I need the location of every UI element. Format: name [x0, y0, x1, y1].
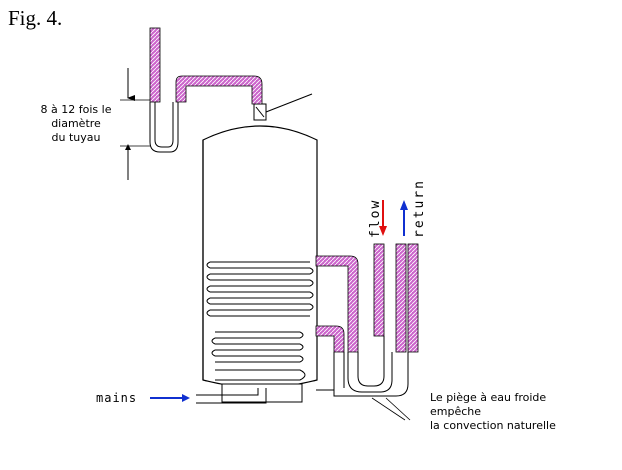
hot-outlet-pipe — [149, 27, 263, 153]
return-arrow — [400, 200, 408, 236]
pipe-rule-note: 8 à 12 fois le diamètre du tuyau — [30, 103, 122, 145]
cold-water-trap — [316, 336, 409, 397]
return-pipe — [395, 243, 419, 353]
mains-inlet-pipe — [196, 388, 267, 404]
trap-pointer-lines — [371, 397, 411, 421]
trap-note-line-1: Le piège à eau froide — [430, 391, 547, 404]
mains-label: mains — [96, 391, 138, 405]
flow-pipe — [373, 243, 385, 337]
upper-coil — [206, 261, 314, 317]
flow-arrow — [379, 200, 387, 236]
cylinder — [202, 125, 318, 403]
mains-arrow — [150, 394, 190, 402]
pipe-rule-line-2: diamètre — [51, 117, 101, 130]
trap-note-line-2: empêche — [430, 405, 482, 418]
pipe-rule-line-1: 8 à 12 fois le — [40, 103, 112, 116]
trap-note: Le piège à eau froide empêche la convect… — [430, 391, 610, 433]
top-outlet — [253, 93, 313, 121]
flow-label: flow — [368, 198, 383, 238]
figure-label: Fig. 4. — [8, 6, 63, 30]
trap-note-line-3: la convection naturelle — [430, 419, 556, 432]
return-label: return — [412, 179, 427, 238]
dimension-marker — [120, 68, 150, 180]
lower-coil — [211, 331, 306, 381]
pipe-rule-line-3: du tuyau — [51, 131, 101, 144]
coil-flow-pipe — [315, 255, 359, 353]
